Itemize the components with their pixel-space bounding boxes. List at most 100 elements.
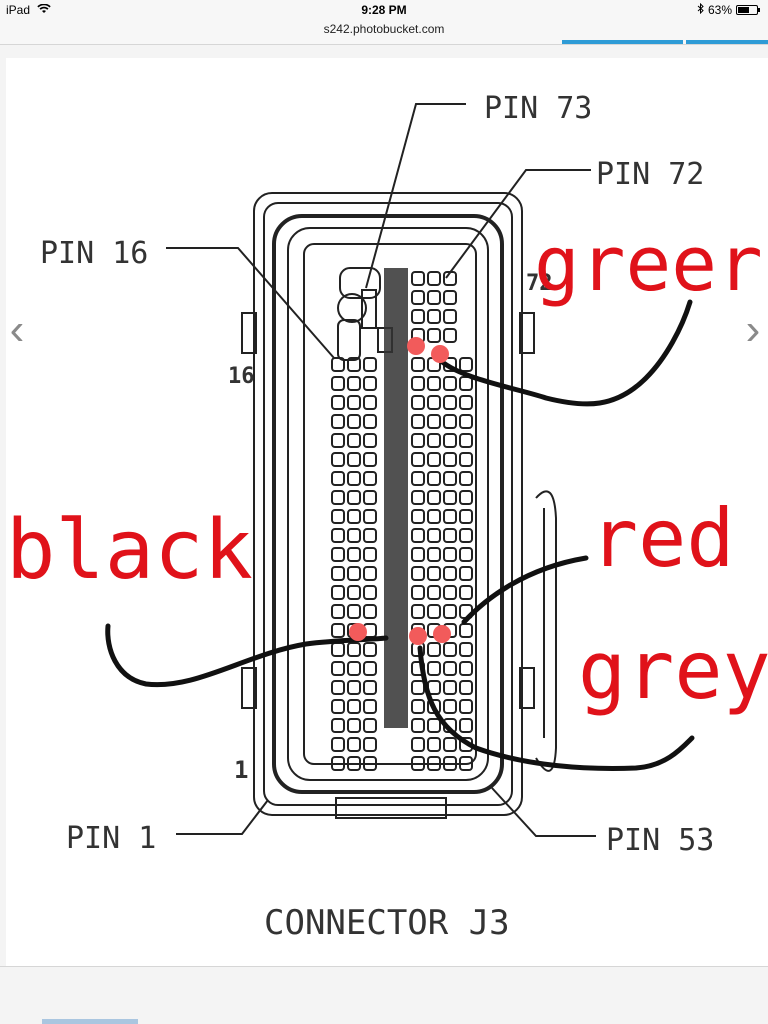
pin-cavity [363, 357, 377, 372]
pin-cavity [331, 471, 345, 486]
marker-black-pin [349, 623, 367, 641]
pin-cavity-top [443, 328, 457, 343]
pin-cavity [363, 547, 377, 562]
pin-cavity [331, 376, 345, 391]
pin-cavity [411, 699, 425, 714]
pin-cavity [363, 490, 377, 505]
pin-cavity [427, 414, 441, 429]
pin-cavity [363, 528, 377, 543]
pin-cavity [411, 737, 425, 752]
pin-cavity [331, 452, 345, 467]
bluetooth-icon [697, 2, 704, 17]
device-name: iPad [6, 3, 31, 17]
marker-green-pin [407, 337, 425, 355]
pin-cavity [427, 528, 441, 543]
pin-cavity [459, 471, 473, 486]
pin-cavity [459, 528, 473, 543]
pin-cavity [331, 395, 345, 410]
pin-cavity [427, 452, 441, 467]
connector-latch [337, 267, 393, 361]
pin-cavity [411, 414, 425, 429]
pin-cavity [331, 566, 345, 581]
pin-cavity [459, 433, 473, 448]
pin-cavity [443, 433, 457, 448]
pin-cavity [331, 528, 345, 543]
pin-cavity [411, 604, 425, 619]
side-number-1: 1 [234, 756, 248, 784]
pin-cavity [427, 737, 441, 752]
pin-cavity-top [443, 290, 457, 305]
pin-cavity [459, 661, 473, 676]
pin-cavity [443, 699, 457, 714]
pin-cavity [411, 680, 425, 695]
pin-cavity [331, 490, 345, 505]
pin-cavity [411, 718, 425, 733]
pin-cavity [459, 452, 473, 467]
pin-cavity [443, 604, 457, 619]
pin-cavity [443, 452, 457, 467]
pin-cavity [347, 566, 361, 581]
pin-cavity [427, 604, 441, 619]
pin-cavity [443, 471, 457, 486]
pin-cavity [459, 718, 473, 733]
side-number-72: 72 [526, 271, 553, 296]
pin-cavity [331, 433, 345, 448]
pin-cavity [363, 414, 377, 429]
next-arrow-icon[interactable]: › [745, 305, 761, 354]
pin-cavity [347, 604, 361, 619]
pin-cavity [331, 718, 345, 733]
pin-cavity [331, 357, 345, 372]
leader-lines [166, 103, 596, 837]
pin-cavity [443, 414, 457, 429]
pin-cavity-top [427, 271, 441, 286]
pin-cavity [443, 376, 457, 391]
pin-cavity [427, 585, 441, 600]
pin-cavity [459, 699, 473, 714]
pin-cavity [331, 547, 345, 562]
pin-cavity [459, 566, 473, 581]
marker-grey-pin [409, 627, 427, 645]
pin-cavity [459, 585, 473, 600]
toolbar-divider [0, 44, 768, 45]
pin-cavity [427, 547, 441, 562]
photo-viewer: PIN 73 PIN 72 PIN 16 PIN 1 PIN 53 16 1 7… [6, 58, 768, 966]
pin-cavity [443, 737, 457, 752]
pin-cavity-top [411, 309, 425, 324]
pin-cavity [347, 471, 361, 486]
leader-pin1 [176, 799, 269, 835]
pin-cavity [427, 509, 441, 524]
prev-arrow-icon[interactable]: ‹ [9, 305, 25, 354]
pin-cavity [363, 471, 377, 486]
pin-cavity [331, 509, 345, 524]
pin-cavity [363, 376, 377, 391]
connector-housing [241, 192, 557, 819]
pin-cavity [347, 376, 361, 391]
marker-red-pin [433, 625, 451, 643]
pin-cavity [331, 623, 345, 638]
wire-red [461, 555, 589, 625]
pin-cavity [459, 376, 473, 391]
pin-cavity [411, 509, 425, 524]
pin-cavity [459, 509, 473, 524]
pin-cavity [331, 642, 345, 657]
pin-cavity [411, 547, 425, 562]
bottom-tab-indicator[interactable] [42, 1019, 138, 1024]
status-bar: iPad 9:28 PM 63% [0, 0, 768, 20]
leader-pin73 [365, 103, 466, 289]
pin-cavity [427, 642, 441, 657]
pin-cavity [411, 528, 425, 543]
pin-cavity [459, 547, 473, 562]
label-pin53: PIN 53 [606, 823, 714, 858]
marker-green-pin-2 [431, 345, 449, 363]
pin-cavity [347, 490, 361, 505]
pin-cavity [331, 699, 345, 714]
pin-cavity [347, 642, 361, 657]
pin-cavity-top [427, 328, 441, 343]
pin-cavity [411, 433, 425, 448]
status-time: 9:28 PM [361, 3, 407, 17]
pin-cavity [331, 737, 345, 752]
pin-cavity [459, 756, 473, 771]
pin-cavity [347, 528, 361, 543]
connector-diagram: PIN 73 PIN 72 PIN 16 PIN 1 PIN 53 16 1 7… [6, 91, 768, 943]
pin-cavity [347, 395, 361, 410]
